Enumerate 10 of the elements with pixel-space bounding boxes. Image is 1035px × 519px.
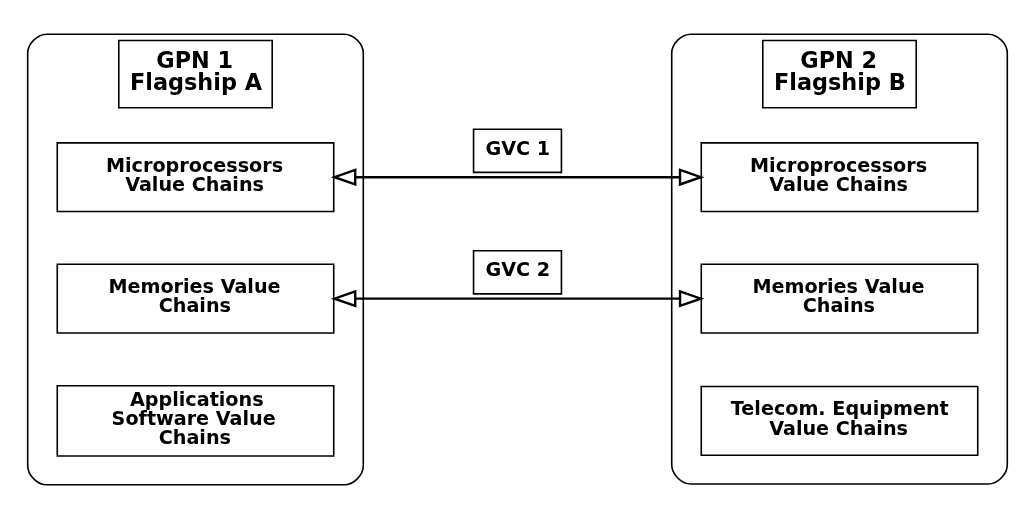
node-box: Microprocessors Value Chains (56, 142, 335, 213)
node-box: Memories Value Chains (56, 263, 335, 334)
edge-label: GVC 2 (485, 258, 551, 282)
node-box: Memories Value Chains (700, 263, 979, 334)
edge-label: GVC 1 (485, 136, 551, 160)
node-box: Telecom. Equipment Value Chains (700, 385, 979, 457)
arrow (330, 289, 705, 308)
node-box: Microprocessors Value Chains (700, 142, 979, 213)
arrow (330, 168, 705, 187)
node-box: Applications Software Value Chains (56, 384, 335, 457)
